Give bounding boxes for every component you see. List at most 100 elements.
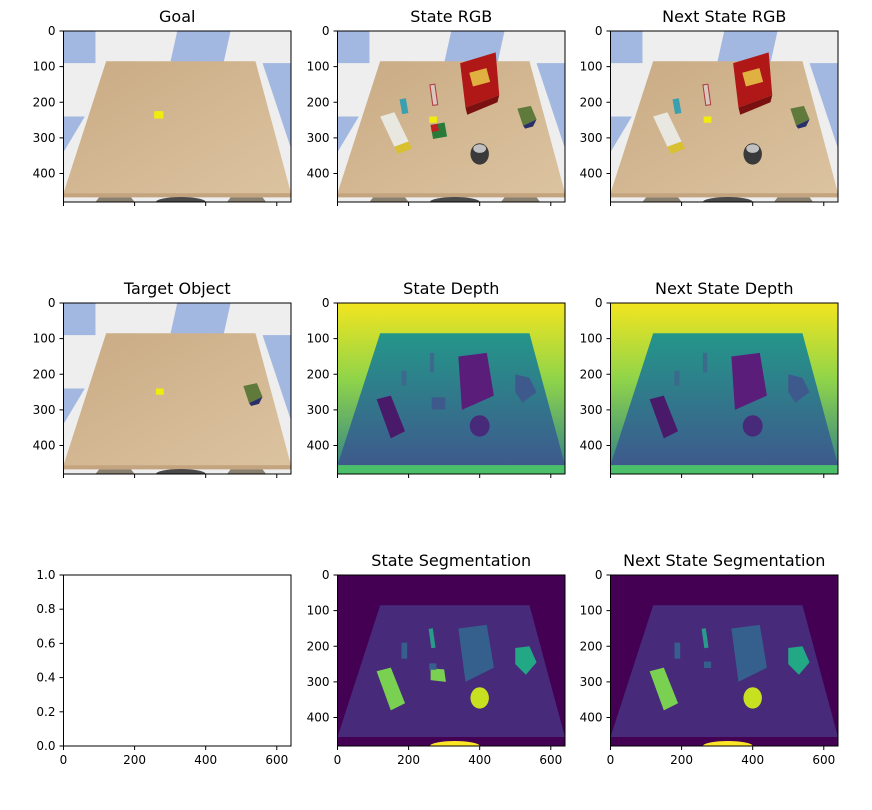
x-tick-label: 200 (397, 753, 420, 767)
depth-floor (610, 465, 838, 474)
seg-can (470, 687, 489, 709)
small-cyan-box (672, 98, 682, 115)
table-edge (63, 465, 291, 470)
checker-tile (262, 63, 291, 149)
panel-title: State Depth (403, 279, 499, 298)
panel-title: State RGB (410, 7, 492, 26)
y-tick-label: 300 (33, 131, 56, 145)
seg-base (429, 741, 480, 746)
panel-image (610, 575, 838, 746)
checker-tile (170, 31, 231, 64)
table-edge (337, 193, 565, 198)
seg-tube (701, 628, 709, 649)
white-box (380, 112, 409, 147)
leg (95, 469, 135, 474)
x-tick-label: 600 (539, 753, 562, 767)
y-tick-label: 0 (595, 24, 603, 38)
green-can-bottom (796, 119, 810, 129)
y-tick-label: 0.2 (36, 705, 55, 719)
panel-title: Next State Depth (655, 279, 794, 298)
white-box-side (394, 141, 413, 154)
black-can-top (746, 144, 760, 153)
yellow-cube (429, 116, 438, 123)
y-tick-label: 400 (307, 439, 330, 453)
depth-cyan (674, 370, 680, 386)
checker-tile (536, 63, 565, 149)
axes-frame (63, 574, 292, 747)
y-tick-label: 200 (580, 639, 603, 653)
y-tick-label: 200 (580, 367, 603, 381)
depth-green-can (515, 374, 537, 403)
checker-tile (610, 116, 632, 153)
x-tick-label: 200 (670, 753, 693, 767)
seg-base (702, 741, 753, 746)
y-tick-label: 100 (580, 60, 603, 74)
y-tick-label: 0.8 (36, 602, 55, 616)
base-shadow (155, 197, 206, 202)
y-tick-label: 0 (48, 296, 56, 310)
y-tick-label: 100 (580, 332, 603, 346)
x-tick-label: 400 (194, 753, 217, 767)
small-cyan-box (399, 98, 409, 115)
y-tick-label: 0.4 (36, 671, 55, 685)
panel-image (337, 31, 565, 202)
small-tube (702, 83, 712, 106)
axes-frame (610, 302, 839, 475)
base-shadow (429, 197, 480, 202)
axes-frame (337, 574, 566, 747)
panel-title: Next State Segmentation (623, 551, 825, 570)
green-can (517, 105, 537, 126)
x-tick-label: 600 (265, 753, 288, 767)
y-tick-label: 100 (307, 332, 330, 346)
seg-cracker (458, 624, 494, 682)
panel-image (63, 575, 291, 746)
y-tick-label: 200 (307, 95, 330, 109)
axes-frame (63, 302, 292, 475)
x-tick-label: 400 (468, 753, 491, 767)
panel-title: Goal (159, 7, 195, 26)
y-tick-label: 300 (307, 131, 330, 145)
panel-image (337, 303, 565, 474)
depth-cyan (401, 370, 407, 386)
y-tick-label: 400 (307, 711, 330, 725)
panel-image (610, 303, 838, 474)
checker-tile (610, 31, 643, 64)
y-tick-label: 400 (307, 167, 330, 181)
depth-can (469, 415, 490, 437)
white-box-side (667, 141, 686, 154)
y-tick-label: 400 (580, 711, 603, 725)
y-tick-label: 100 (33, 60, 56, 74)
y-tick-label: 0 (595, 296, 603, 310)
base-shadow (702, 197, 753, 202)
checker-tile (337, 31, 370, 64)
y-tick-label: 0.6 (36, 636, 55, 650)
leg (501, 197, 541, 202)
depth-cracker (731, 352, 767, 410)
y-tick-label: 100 (307, 604, 330, 618)
green-can (790, 105, 810, 126)
y-tick-label: 200 (33, 367, 56, 381)
depth-cracker (458, 352, 494, 410)
y-tick-label: 100 (33, 332, 56, 346)
table-top (337, 61, 565, 194)
y-tick-label: 100 (307, 60, 330, 74)
leg (95, 197, 135, 202)
checker-tile (63, 303, 96, 336)
table-top (63, 61, 291, 194)
checker-tile (809, 63, 838, 149)
seg-tube (428, 628, 436, 649)
y-tick-label: 0 (48, 24, 56, 38)
yellow-cube (155, 388, 164, 395)
seg-white-box (649, 667, 679, 711)
checker-tile (337, 116, 359, 153)
seg-yellow-cube (703, 661, 712, 668)
axes-frame (63, 30, 292, 203)
seg-green-can (788, 646, 810, 675)
checker-tile (63, 31, 96, 64)
y-tick-label: 0 (322, 296, 330, 310)
depth-floor (337, 465, 565, 474)
